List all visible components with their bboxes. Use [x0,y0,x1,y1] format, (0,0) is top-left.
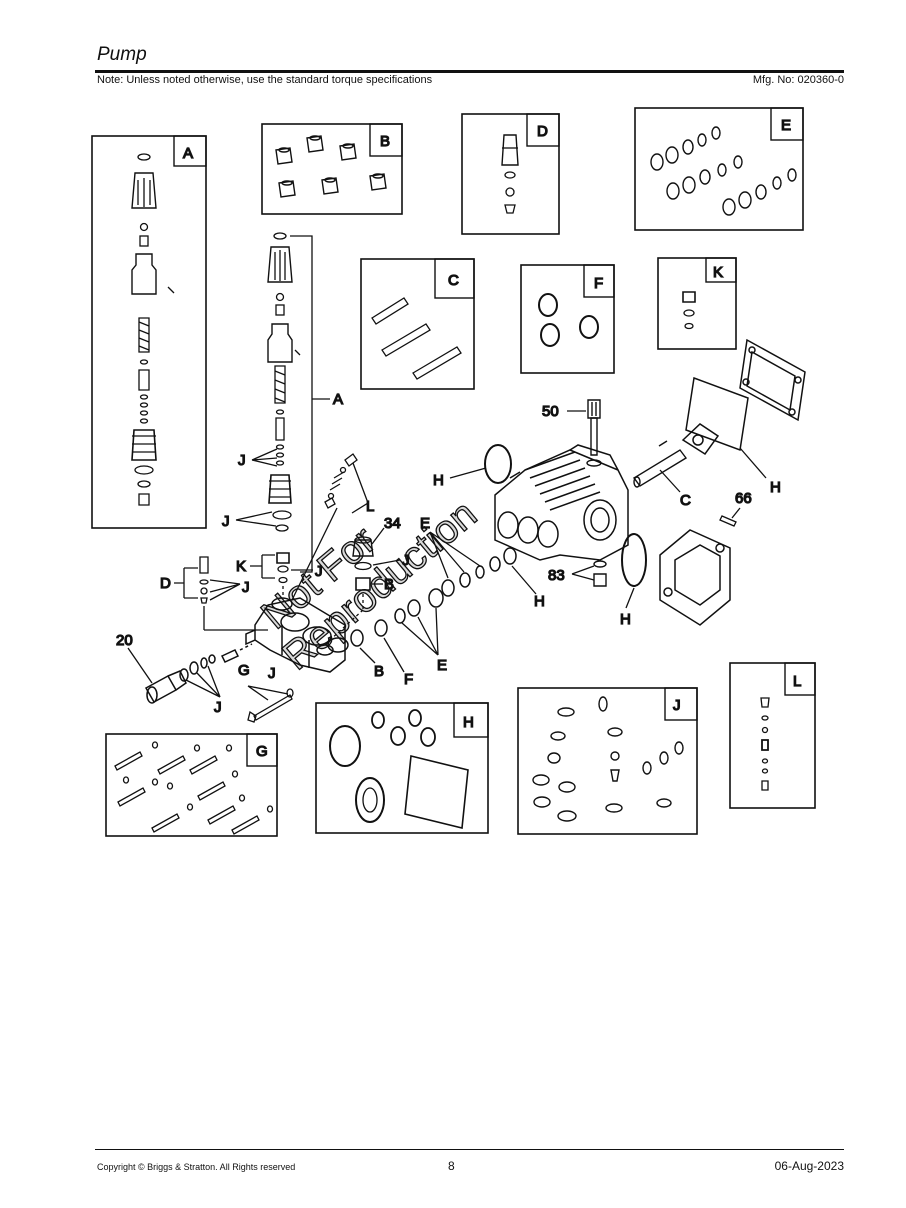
callout-j-1: J [238,452,246,469]
torque-note: Note: Unless noted otherwise, use the st… [97,74,433,86]
callout-j-5: J [242,579,250,596]
page-title: Pump [97,44,147,65]
valve-assembly [267,232,301,598]
unloader-parts [324,453,358,509]
callout-d: D [160,575,171,592]
callout-j-4: J [402,552,410,569]
callout-f: F [404,671,413,688]
callout-a-bracket [290,235,313,573]
crank-seal [621,533,647,587]
callout-j-3: J [315,563,323,580]
pump-manifold [245,597,349,673]
callout-50: 50 [542,403,559,420]
footer-rule [95,1149,844,1150]
header-rule [95,70,844,73]
kit-d-panel[interactable] [461,113,560,235]
kit-g-panel[interactable] [105,733,278,837]
kit-b-panel[interactable] [261,123,403,215]
callout-h-3: H [620,611,631,628]
shaft-pin [632,440,688,488]
publish-date: 06-Aug-2023 [774,1159,844,1173]
manifold-bolts [247,688,294,723]
rear-cover [681,338,806,456]
kit-k-panel[interactable] [657,257,737,350]
kit-c-panel[interactable] [360,258,475,390]
callout-b-2: B [374,663,384,680]
kit-h-panel[interactable] [315,702,489,834]
kit-l-label: L [793,673,801,690]
callout-e-1: E [437,657,447,674]
callout-j-2: J [222,513,230,530]
kit-b-label: B [380,133,390,150]
callout-20: 20 [116,632,133,649]
kit-e-panel[interactable] [634,107,804,231]
kit-g-label: G [256,743,268,760]
kit-h-label: H [463,714,474,731]
kit-a-panel[interactable] [91,135,207,529]
kit-j-label: J [673,697,681,714]
callout-h-2: H [433,472,444,489]
kit-c-label: C [448,272,459,289]
callout-h-1: H [534,593,545,610]
part-66-bolt [719,515,737,527]
mfg-number: Mfg. No: 020360-0 [752,74,844,86]
callout-c: C [680,492,691,509]
callout-k: K [236,558,246,575]
callout-34: 34 [384,515,401,532]
part-d-small [199,556,268,631]
copyright: Copyright © Briggs & Stratton. All Right… [97,1162,296,1172]
lower-seals [350,588,444,647]
callout-l: L [366,498,374,515]
kit-e-label: E [781,117,791,134]
part-83-plug [593,560,607,587]
kit-a-label: A [183,145,193,162]
callout-66: 66 [735,490,752,507]
upper-seals [441,547,517,597]
kit-f-panel[interactable] [520,264,615,374]
page-number: 8 [448,1159,455,1173]
callout-83: 83 [548,567,565,584]
kit-l-panel[interactable] [729,662,816,809]
kit-k-label: K [713,264,723,281]
callout-g: G [238,662,250,679]
part-34 [329,536,374,641]
callout-e-2: E [420,515,430,532]
callout-h-4: H [770,479,781,496]
kit-f-label: F [594,275,603,292]
callout-j-6: J [268,665,276,682]
callout-j-7: J [214,699,222,716]
bearing-cover [659,529,731,626]
callout-a: A [333,391,343,408]
sight-glass [484,444,512,484]
part-50-dipstick [586,399,602,467]
part-20-fitting [144,643,253,704]
callout-b-1: B [384,576,394,593]
kit-j-panel[interactable] [517,687,698,835]
kit-d-label: D [537,123,548,140]
pump-crankcase [494,444,629,561]
